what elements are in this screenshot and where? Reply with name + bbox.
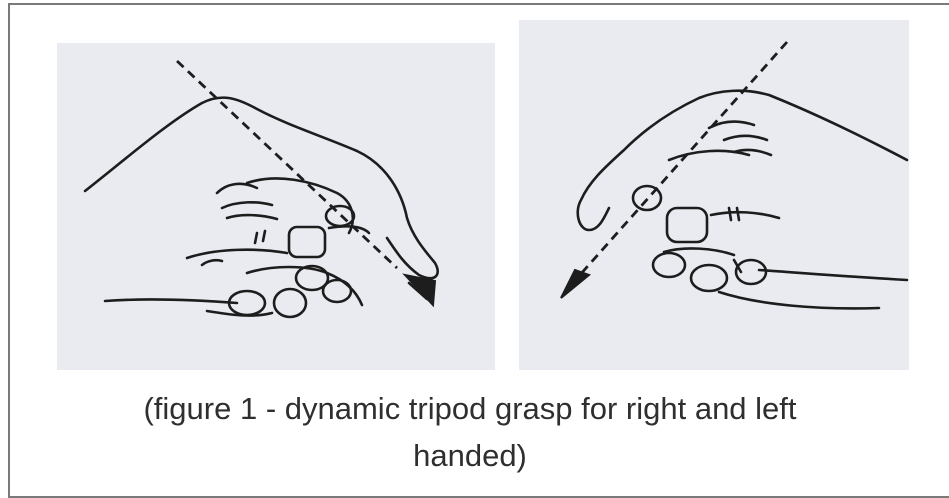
finger-tip: [633, 186, 661, 210]
left-hand-grasp-illustration: [519, 20, 909, 370]
hand-outline: [578, 91, 907, 230]
figure-caption-line-1: (figure 1 - dynamic tripod grasp for rig…: [20, 389, 920, 429]
arrow-head-icon: [561, 270, 589, 298]
pencil-grip-square: [289, 227, 325, 257]
figure-caption-line-2: handed): [20, 436, 920, 476]
pencil-grip-square: [667, 208, 707, 242]
right-hand-sketch: [57, 43, 495, 370]
pencil-dashed-line: [177, 61, 397, 268]
finger-tip: [326, 206, 354, 226]
right-hand-grasp-illustration: [57, 43, 495, 370]
left-hand-sketch: [519, 20, 909, 370]
